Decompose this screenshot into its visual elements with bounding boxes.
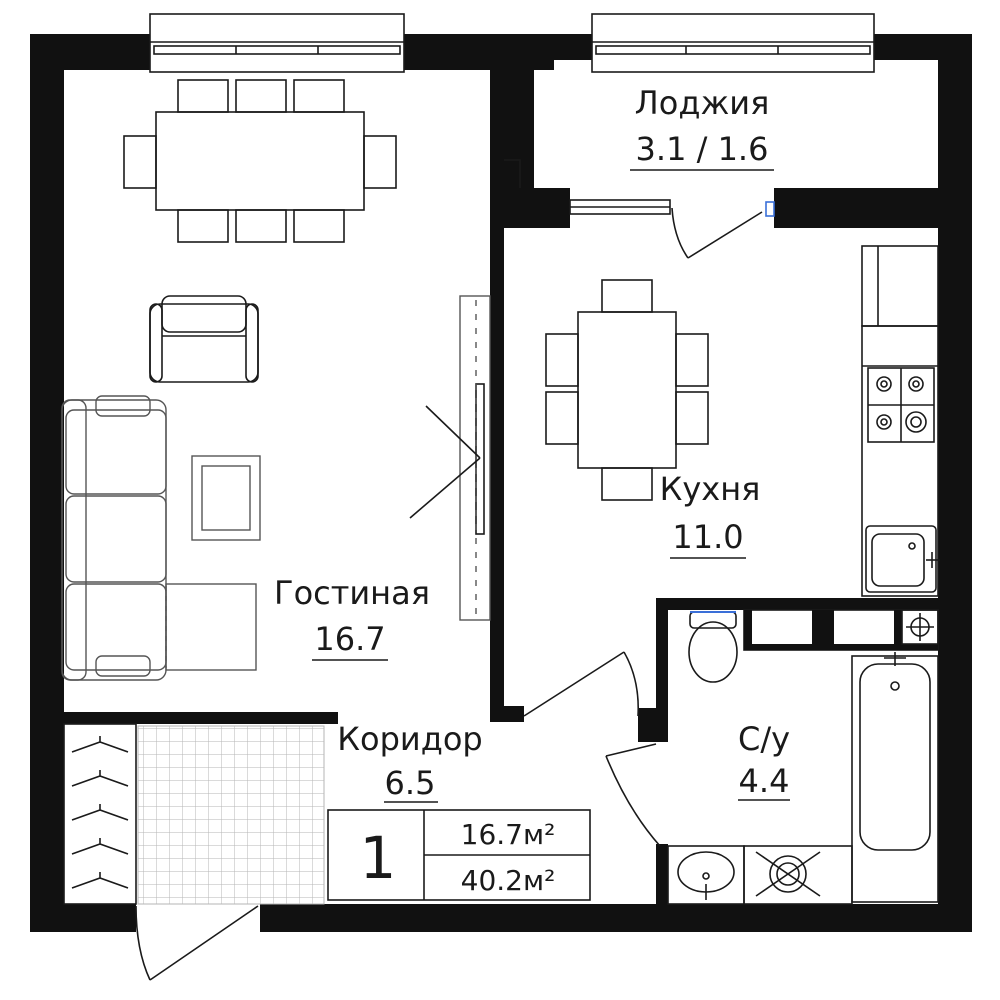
- fridge: [861, 245, 939, 327]
- window-living: [149, 13, 405, 73]
- wardrobe: [63, 723, 137, 905]
- label-bathroom: С/у 4.4: [738, 720, 790, 801]
- sliding-door-living-kitchen[interactable]: [409, 295, 491, 621]
- door-loggia[interactable]: [671, 207, 763, 259]
- rug: [191, 455, 261, 541]
- corridor-name: Коридор: [337, 720, 482, 758]
- sofa: [61, 395, 257, 681]
- living-area: 16.7: [314, 620, 385, 658]
- window-loggia-kitchen: [569, 199, 671, 215]
- washbasin-icon: [667, 845, 745, 905]
- loggia-area: 3.1 / 1.6: [636, 130, 769, 168]
- entrance-tile-floor: [137, 725, 325, 905]
- window-loggia: [591, 13, 875, 73]
- label-corridor: Коридор 6.5: [337, 720, 483, 803]
- bathroom-area: 4.4: [739, 762, 790, 800]
- door-bathroom[interactable]: [605, 743, 661, 847]
- door-marker: [765, 201, 775, 217]
- loggia-partition: [504, 159, 521, 188]
- kitchen-area: 11.0: [672, 518, 743, 556]
- kitchen-name: Кухня: [660, 470, 761, 508]
- armchair: [149, 295, 259, 383]
- label-loggia: Лоджия 3.1 / 1.6: [630, 84, 774, 171]
- water-heater-icon: [743, 845, 853, 905]
- door-entrance[interactable]: [135, 905, 259, 981]
- summary-box: 1 16.7м² 40.2м²: [327, 809, 591, 901]
- kitchen-table: [545, 279, 709, 501]
- label-living: Гостиная 16.7: [274, 574, 430, 661]
- walls: [30, 34, 972, 932]
- stove-icon: [867, 367, 935, 443]
- living-name: Гостиная: [274, 574, 430, 612]
- bathroom-name: С/у: [738, 720, 790, 758]
- washing-machine-shelf: [743, 609, 939, 651]
- label-kitchen: Кухня 11.0: [660, 470, 761, 559]
- door-kitchen[interactable]: [523, 651, 640, 717]
- rooms-count: 1: [360, 824, 397, 892]
- total-area-value: 40.2м²: [461, 864, 556, 897]
- toilet-icon: [688, 611, 738, 683]
- bathtub-icon: [851, 652, 939, 903]
- dining-table-living: [123, 79, 397, 243]
- kitchen-counter: [861, 325, 939, 597]
- living-area-value: 16.7м²: [461, 818, 556, 851]
- loggia-name: Лоджия: [635, 84, 770, 122]
- corridor-area: 6.5: [385, 764, 436, 802]
- kitchen-sink-icon: [865, 525, 940, 593]
